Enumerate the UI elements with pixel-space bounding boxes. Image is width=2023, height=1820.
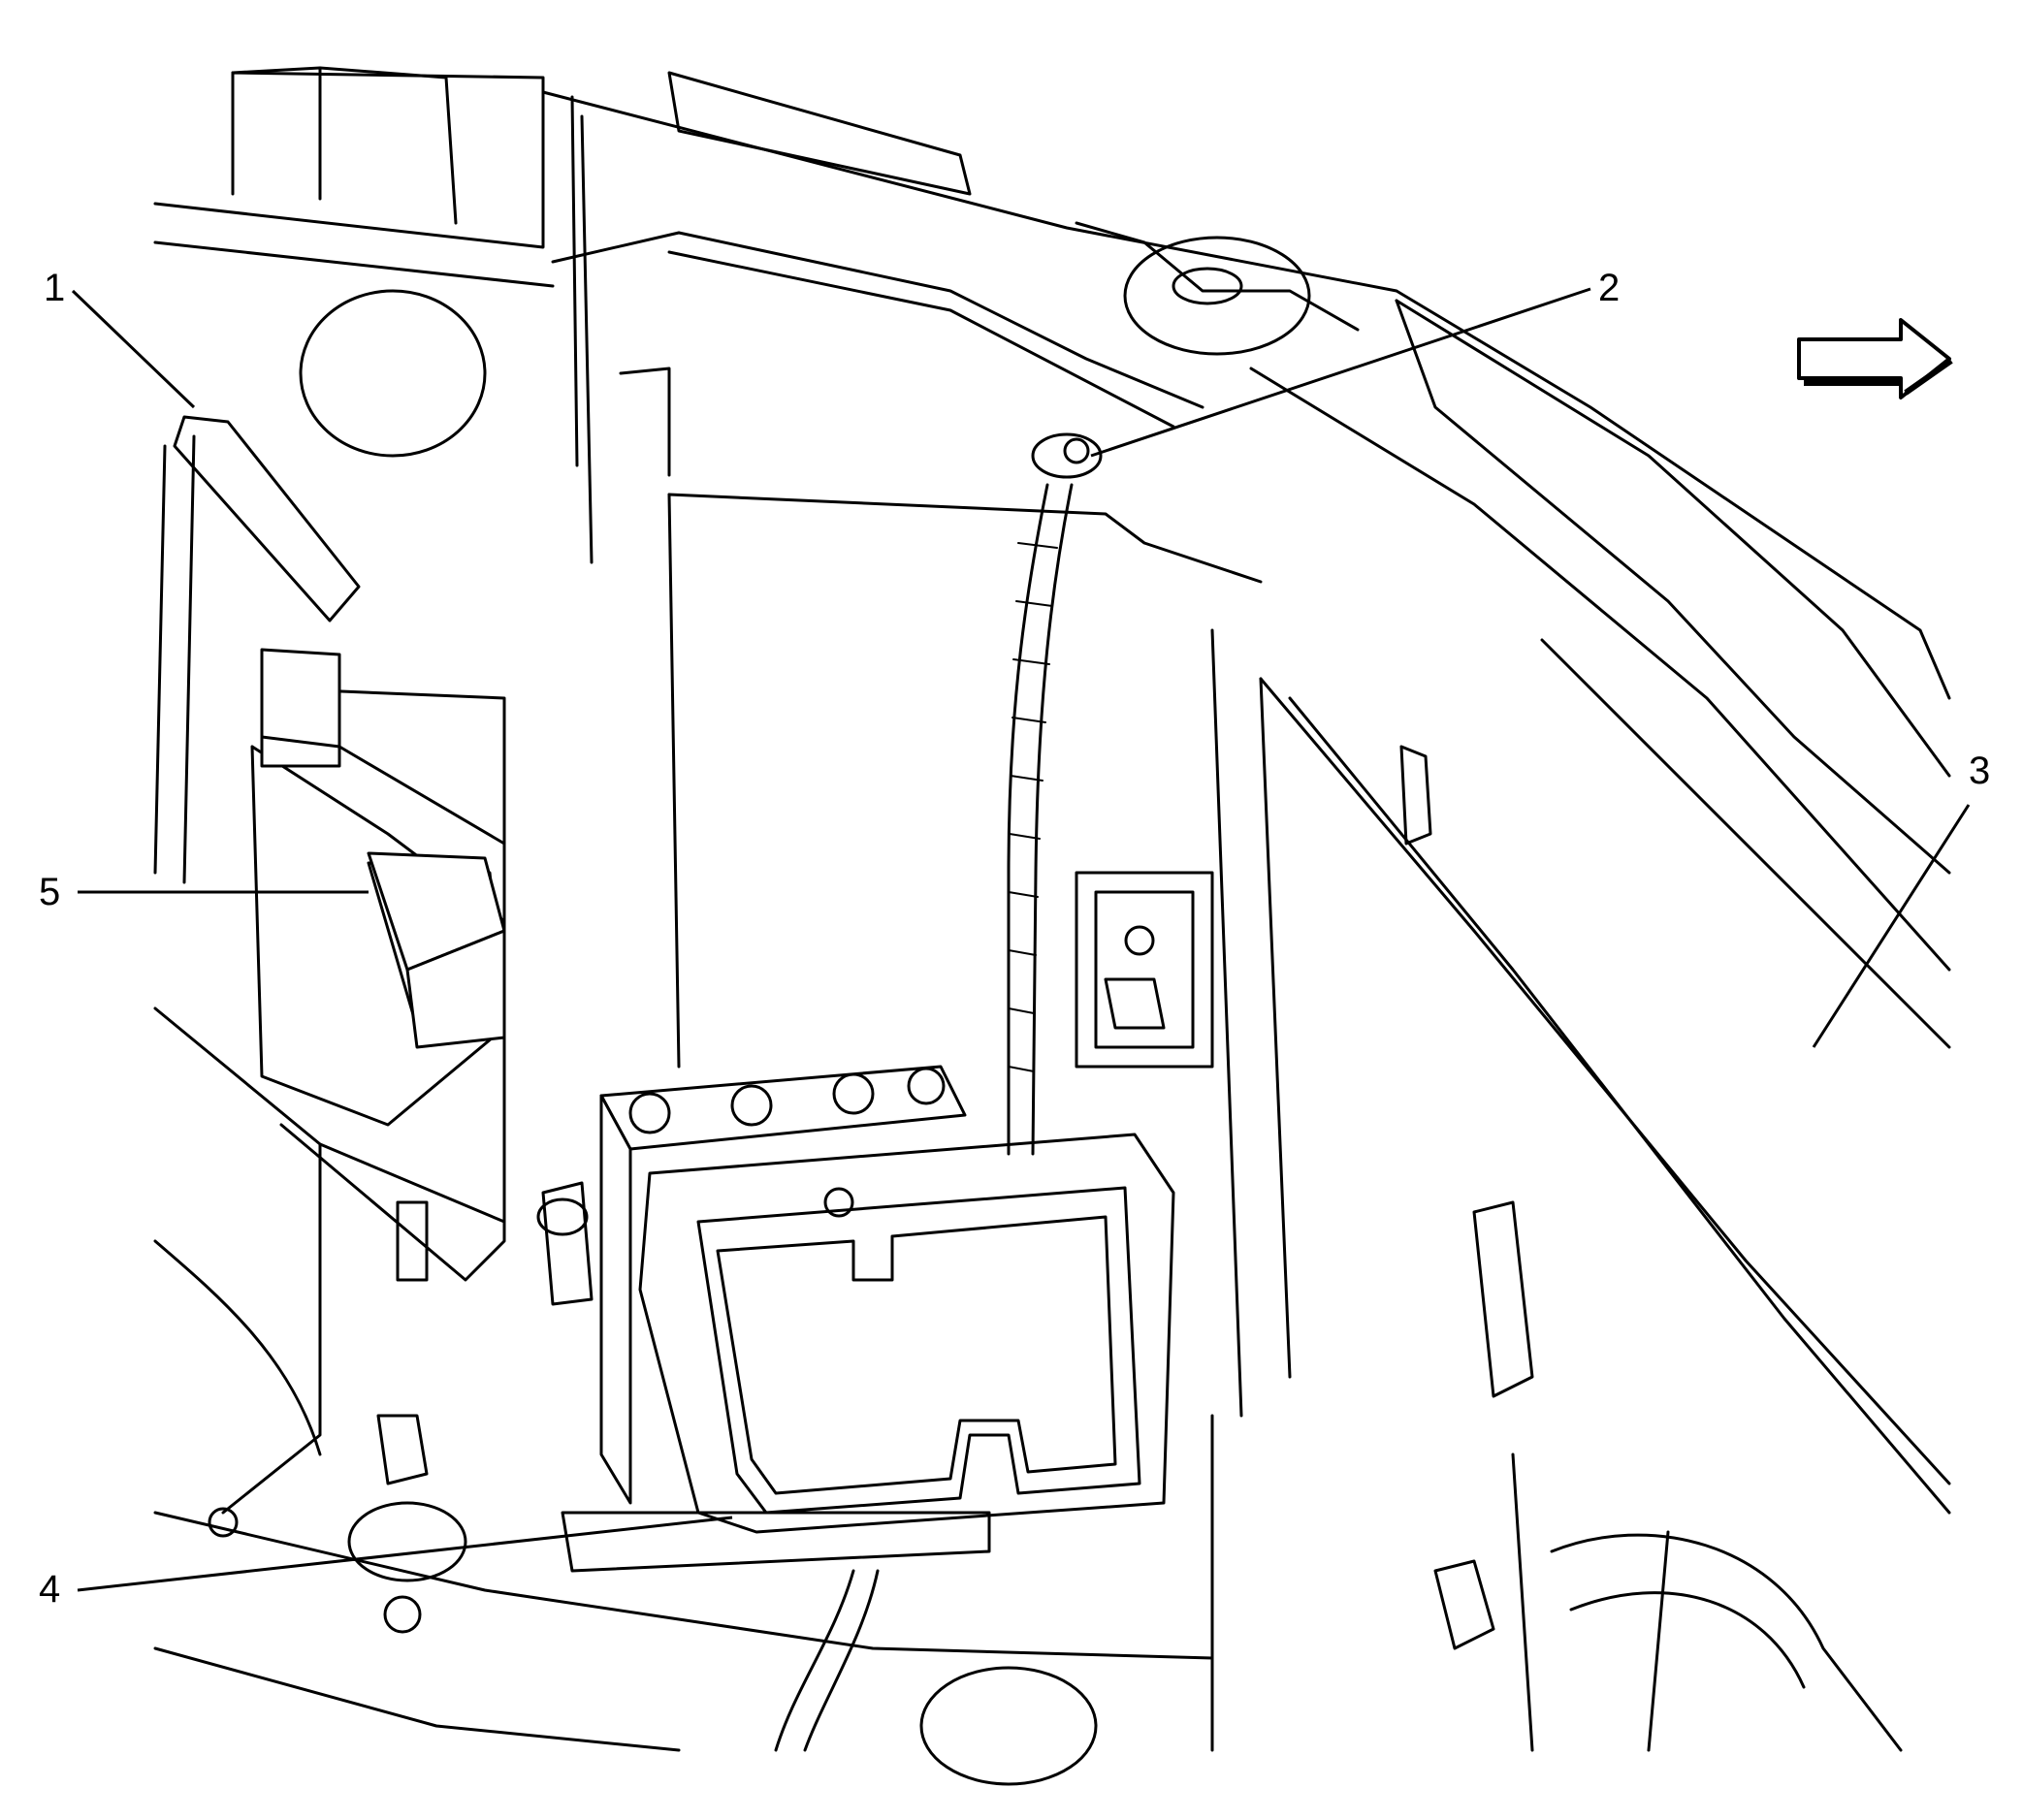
callout-5: 5 <box>39 871 60 913</box>
leader-lines <box>71 287 1971 1592</box>
leader-2 <box>1090 287 1591 458</box>
ground-wire-harness <box>774 432 1103 1752</box>
callout-3: 3 <box>1969 750 1990 792</box>
callout-1: 1 <box>44 267 65 309</box>
body-structure <box>153 66 1951 1786</box>
leader-4 <box>77 1516 733 1592</box>
leader-3 <box>1812 804 1971 1048</box>
callouts: 1 2 3 4 5 <box>39 267 1990 1611</box>
right-arrow-icon <box>1797 318 1953 399</box>
leader-1 <box>71 289 196 409</box>
abs-modulator <box>536 1065 1175 1573</box>
callout-2: 2 <box>1598 267 1620 309</box>
callout-4: 4 <box>39 1568 60 1611</box>
electronic-brake-control-module <box>260 648 506 1049</box>
